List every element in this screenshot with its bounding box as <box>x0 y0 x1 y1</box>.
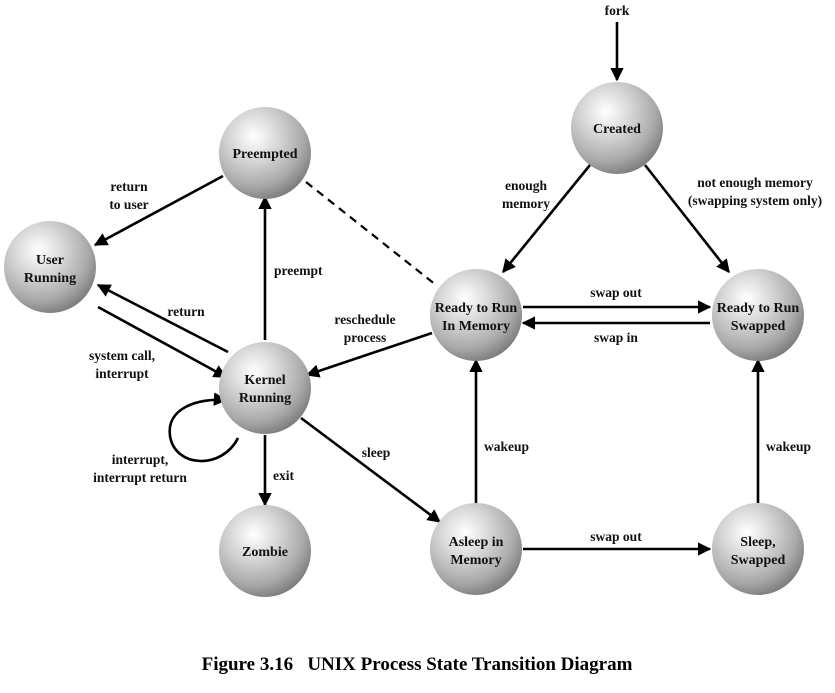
svg-text:interrupt: interrupt <box>95 366 149 381</box>
state-kernel-running: Kernel Running <box>219 342 311 434</box>
state-zombie: Zombie <box>219 505 311 597</box>
svg-text:system call,: system call, <box>89 348 155 363</box>
state-created-line-1: Created <box>593 122 641 137</box>
states: Created Preempted User Running Kernel Ru… <box>4 82 804 597</box>
svg-text:Kernel: Kernel <box>244 373 285 388</box>
label-not-enough-line-1: not enough memory <box>697 175 813 190</box>
svg-text:Running: Running <box>239 391 291 406</box>
state-ready-to-run-in-memory: Ready to Run In Memory <box>430 269 522 361</box>
transitions <box>93 22 765 556</box>
state-sleep-swapped: Sleep, Swapped <box>712 503 804 595</box>
state-ready-swapped-line-2: Swapped <box>731 319 786 334</box>
svg-text:interrupt,: interrupt, <box>112 452 169 467</box>
svg-text:Figure 3.16 UNIX Process Sta: Figure 3.16 UNIX Process State Transitio… <box>202 654 633 675</box>
label-reschedule-line-2: process <box>344 330 387 345</box>
label-system-call-line-1: system call, <box>89 348 155 363</box>
state-user-running: User Running <box>4 221 96 313</box>
svg-text:return: return <box>110 179 148 194</box>
svg-text:Created: Created <box>593 122 641 137</box>
state-ready-to-run-swapped: Ready to Run Swapped <box>712 269 804 361</box>
label-sleep: sleep <box>362 445 391 460</box>
svg-text:Running: Running <box>24 271 76 286</box>
svg-text:return: return <box>167 304 205 319</box>
label-wakeup-swapped: wakeup <box>766 439 811 454</box>
svg-text:wakeup: wakeup <box>766 439 811 454</box>
state-kernel-running-line-1: Kernel <box>244 373 285 388</box>
state-ready-mem-line-1: Ready to Run <box>435 301 518 316</box>
label-swap-out-bottom: swap out <box>590 529 642 544</box>
state-user-running-line-1: User <box>36 253 64 268</box>
svg-text:(swapping system only): (swapping system only) <box>688 193 822 208</box>
label-return-to-user-line-1: return <box>110 179 148 194</box>
state-asleep-mem-line-2: Memory <box>450 553 501 568</box>
svg-text:to user: to user <box>109 197 148 212</box>
svg-text:reschedule: reschedule <box>334 312 395 327</box>
transition-labels: fork enough memory not enough memory (sw… <box>89 3 822 544</box>
state-sleep-swapped-line-2: Swapped <box>731 553 786 568</box>
svg-text:sleep: sleep <box>362 445 391 460</box>
label-return: return <box>167 304 205 319</box>
label-not-enough-line-2: (swapping system only) <box>688 193 822 208</box>
svg-text:Swapped: Swapped <box>731 553 786 568</box>
figure-caption: Figure 3.16 UNIX Process State Transitio… <box>202 654 633 675</box>
svg-text:Memory: Memory <box>450 553 501 568</box>
svg-text:User: User <box>36 253 64 268</box>
svg-text:Ready to Run: Ready to Run <box>435 301 518 316</box>
svg-text:interrupt return: interrupt return <box>93 470 187 485</box>
label-enough-line-1: enough <box>505 178 548 193</box>
state-preempted-line-1: Preempted <box>232 147 297 162</box>
svg-text:swap out: swap out <box>590 285 642 300</box>
edge-preempted-to-user-running <box>93 174 224 247</box>
svg-text:swap in: swap in <box>594 330 638 345</box>
state-created: Created <box>571 82 663 174</box>
label-system-call-line-2: interrupt <box>95 366 149 381</box>
svg-text:enough: enough <box>505 178 548 193</box>
svg-text:exit: exit <box>273 468 294 483</box>
edge-kernel-to-user-running <box>96 283 229 354</box>
edge-created-to-ready-swapped <box>643 164 731 274</box>
label-return-to-user-line-2: to user <box>109 197 148 212</box>
state-ready-swapped-line-1: Ready to Run <box>717 301 800 316</box>
svg-text:process: process <box>344 330 387 345</box>
label-interrupt-line-1: interrupt, <box>112 452 169 467</box>
svg-text:Sleep,: Sleep, <box>740 535 775 550</box>
svg-text:preempt: preempt <box>274 263 323 278</box>
state-zombie-line-1: Zombie <box>242 545 288 560</box>
svg-text:Swapped: Swapped <box>731 319 786 334</box>
state-sleep-swapped-line-1: Sleep, <box>740 535 775 550</box>
svg-text:Zombie: Zombie <box>242 545 288 560</box>
state-ready-mem-line-2: In Memory <box>442 319 510 334</box>
label-fork: fork <box>605 3 630 18</box>
edge-kernel-to-asleep <box>300 416 442 524</box>
label-exit: exit <box>273 468 294 483</box>
label-preempt: preempt <box>274 263 323 278</box>
edge-user-running-to-kernel <box>97 305 228 379</box>
edge-ready-mem-to-kernel <box>305 331 433 378</box>
svg-text:Preempted: Preempted <box>232 147 297 162</box>
edge-preempted-to-ready-mem-dashed <box>305 181 437 286</box>
svg-text:not enough memory: not enough memory <box>697 175 813 190</box>
label-enough-line-2: memory <box>502 196 550 211</box>
label-reschedule-line-1: reschedule <box>334 312 395 327</box>
state-asleep-mem-line-1: Asleep in <box>449 535 504 550</box>
edge-created-to-ready-mem <box>501 164 592 274</box>
svg-text:Ready to Run: Ready to Run <box>717 301 800 316</box>
state-user-running-line-2: Running <box>24 271 76 286</box>
state-asleep-in-memory: Asleep in Memory <box>430 503 522 595</box>
svg-text:Asleep in: Asleep in <box>449 535 504 550</box>
svg-text:memory: memory <box>502 196 550 211</box>
svg-text:fork: fork <box>605 3 630 18</box>
svg-text:In Memory: In Memory <box>442 319 510 334</box>
label-wakeup-mem: wakeup <box>484 439 529 454</box>
label-interrupt-line-2: interrupt return <box>93 470 187 485</box>
label-swap-out-top: swap out <box>590 285 642 300</box>
state-kernel-running-line-2: Running <box>239 391 291 406</box>
svg-text:swap out: swap out <box>590 529 642 544</box>
svg-text:wakeup: wakeup <box>484 439 529 454</box>
label-swap-in: swap in <box>594 330 638 345</box>
state-preempted: Preempted <box>219 107 311 199</box>
edge-interrupt-loop <box>168 392 240 463</box>
